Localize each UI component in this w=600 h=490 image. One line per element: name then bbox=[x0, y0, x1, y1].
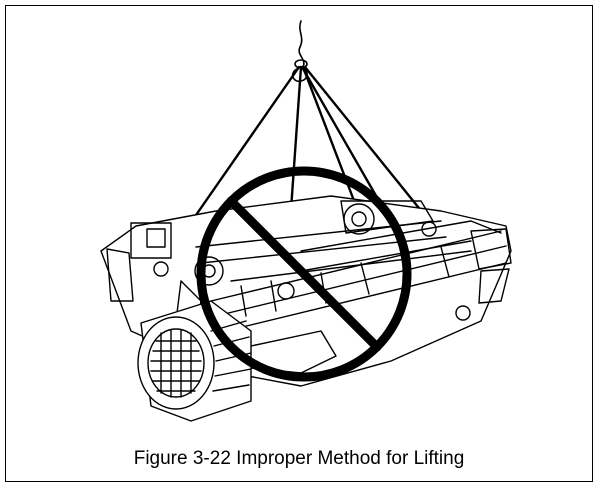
hoist-lifting-illustration bbox=[100, 20, 512, 422]
figure-caption: Figure 3-22 Improper Method for Lifting bbox=[133, 448, 465, 469]
prohibition-circle-icon bbox=[196, 166, 412, 382]
motor-drawing bbox=[137, 300, 252, 422]
figure-frame: Figure 3-22 Improper Method for Lifting bbox=[5, 5, 593, 482]
